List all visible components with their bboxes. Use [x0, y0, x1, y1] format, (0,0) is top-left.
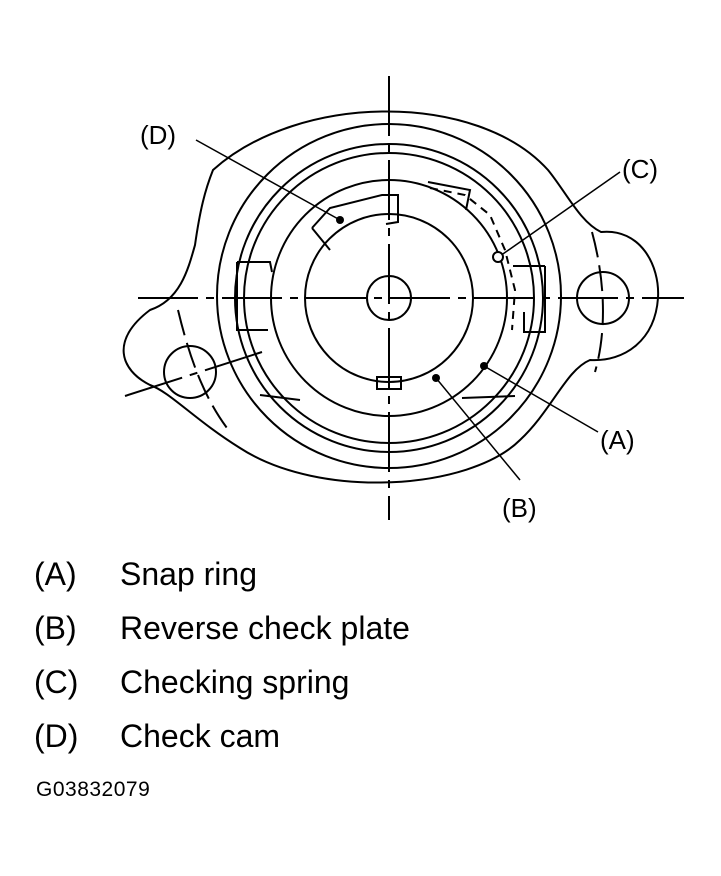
legend-item: (A) Snap ring: [34, 552, 410, 606]
left-mounting-hole: [163, 345, 217, 399]
legend-item: (D) Check cam: [34, 714, 410, 768]
right-dashed-arc: [591, 231, 604, 373]
spring-housing-dashed: [429, 187, 517, 331]
parts-legend: (A) Snap ring (B) Reverse check plate (C) C…: [34, 552, 410, 768]
legend-key: (C): [34, 664, 79, 700]
callout-b: (B): [502, 493, 537, 523]
check-cam: [311, 194, 399, 251]
legend-item: (C) Checking spring: [34, 660, 410, 714]
spring-detail: [427, 181, 472, 211]
legend-item: (B) Reverse check plate: [34, 606, 410, 660]
left-dashed-arc: [177, 309, 231, 433]
legend-label: Snap ring: [120, 556, 257, 592]
callout-d: (D): [140, 120, 176, 150]
leader-dot-a: [480, 362, 488, 370]
legend-key: (B): [34, 610, 77, 646]
checking-spring-marker: [492, 251, 504, 263]
legend-label: Reverse check plate: [120, 610, 410, 646]
legend-label: Check cam: [120, 718, 281, 754]
callout-c: (C): [622, 154, 658, 184]
leader-line-c: [499, 171, 621, 257]
left-hole-centerline: [124, 351, 263, 397]
lower-right-lug: [461, 395, 516, 399]
figure-id: G03832079: [36, 778, 151, 801]
leader-line-b: [435, 377, 521, 481]
left-tab: [236, 261, 273, 331]
legend-key: (D): [34, 718, 79, 754]
lower-left-lug: [259, 394, 301, 401]
legend-key: (A): [34, 556, 77, 592]
callout-a: (A): [600, 425, 635, 455]
leader-dot-b: [432, 374, 440, 382]
leader-dot-d: [336, 216, 344, 224]
leader-line-d: [195, 139, 341, 221]
leader-line-a: [483, 365, 599, 433]
legend-label: Checking spring: [120, 664, 350, 700]
housing-outline: [122, 110, 660, 484]
reverse-check-diagram: (D) (C) (A) (B): [122, 76, 684, 523]
